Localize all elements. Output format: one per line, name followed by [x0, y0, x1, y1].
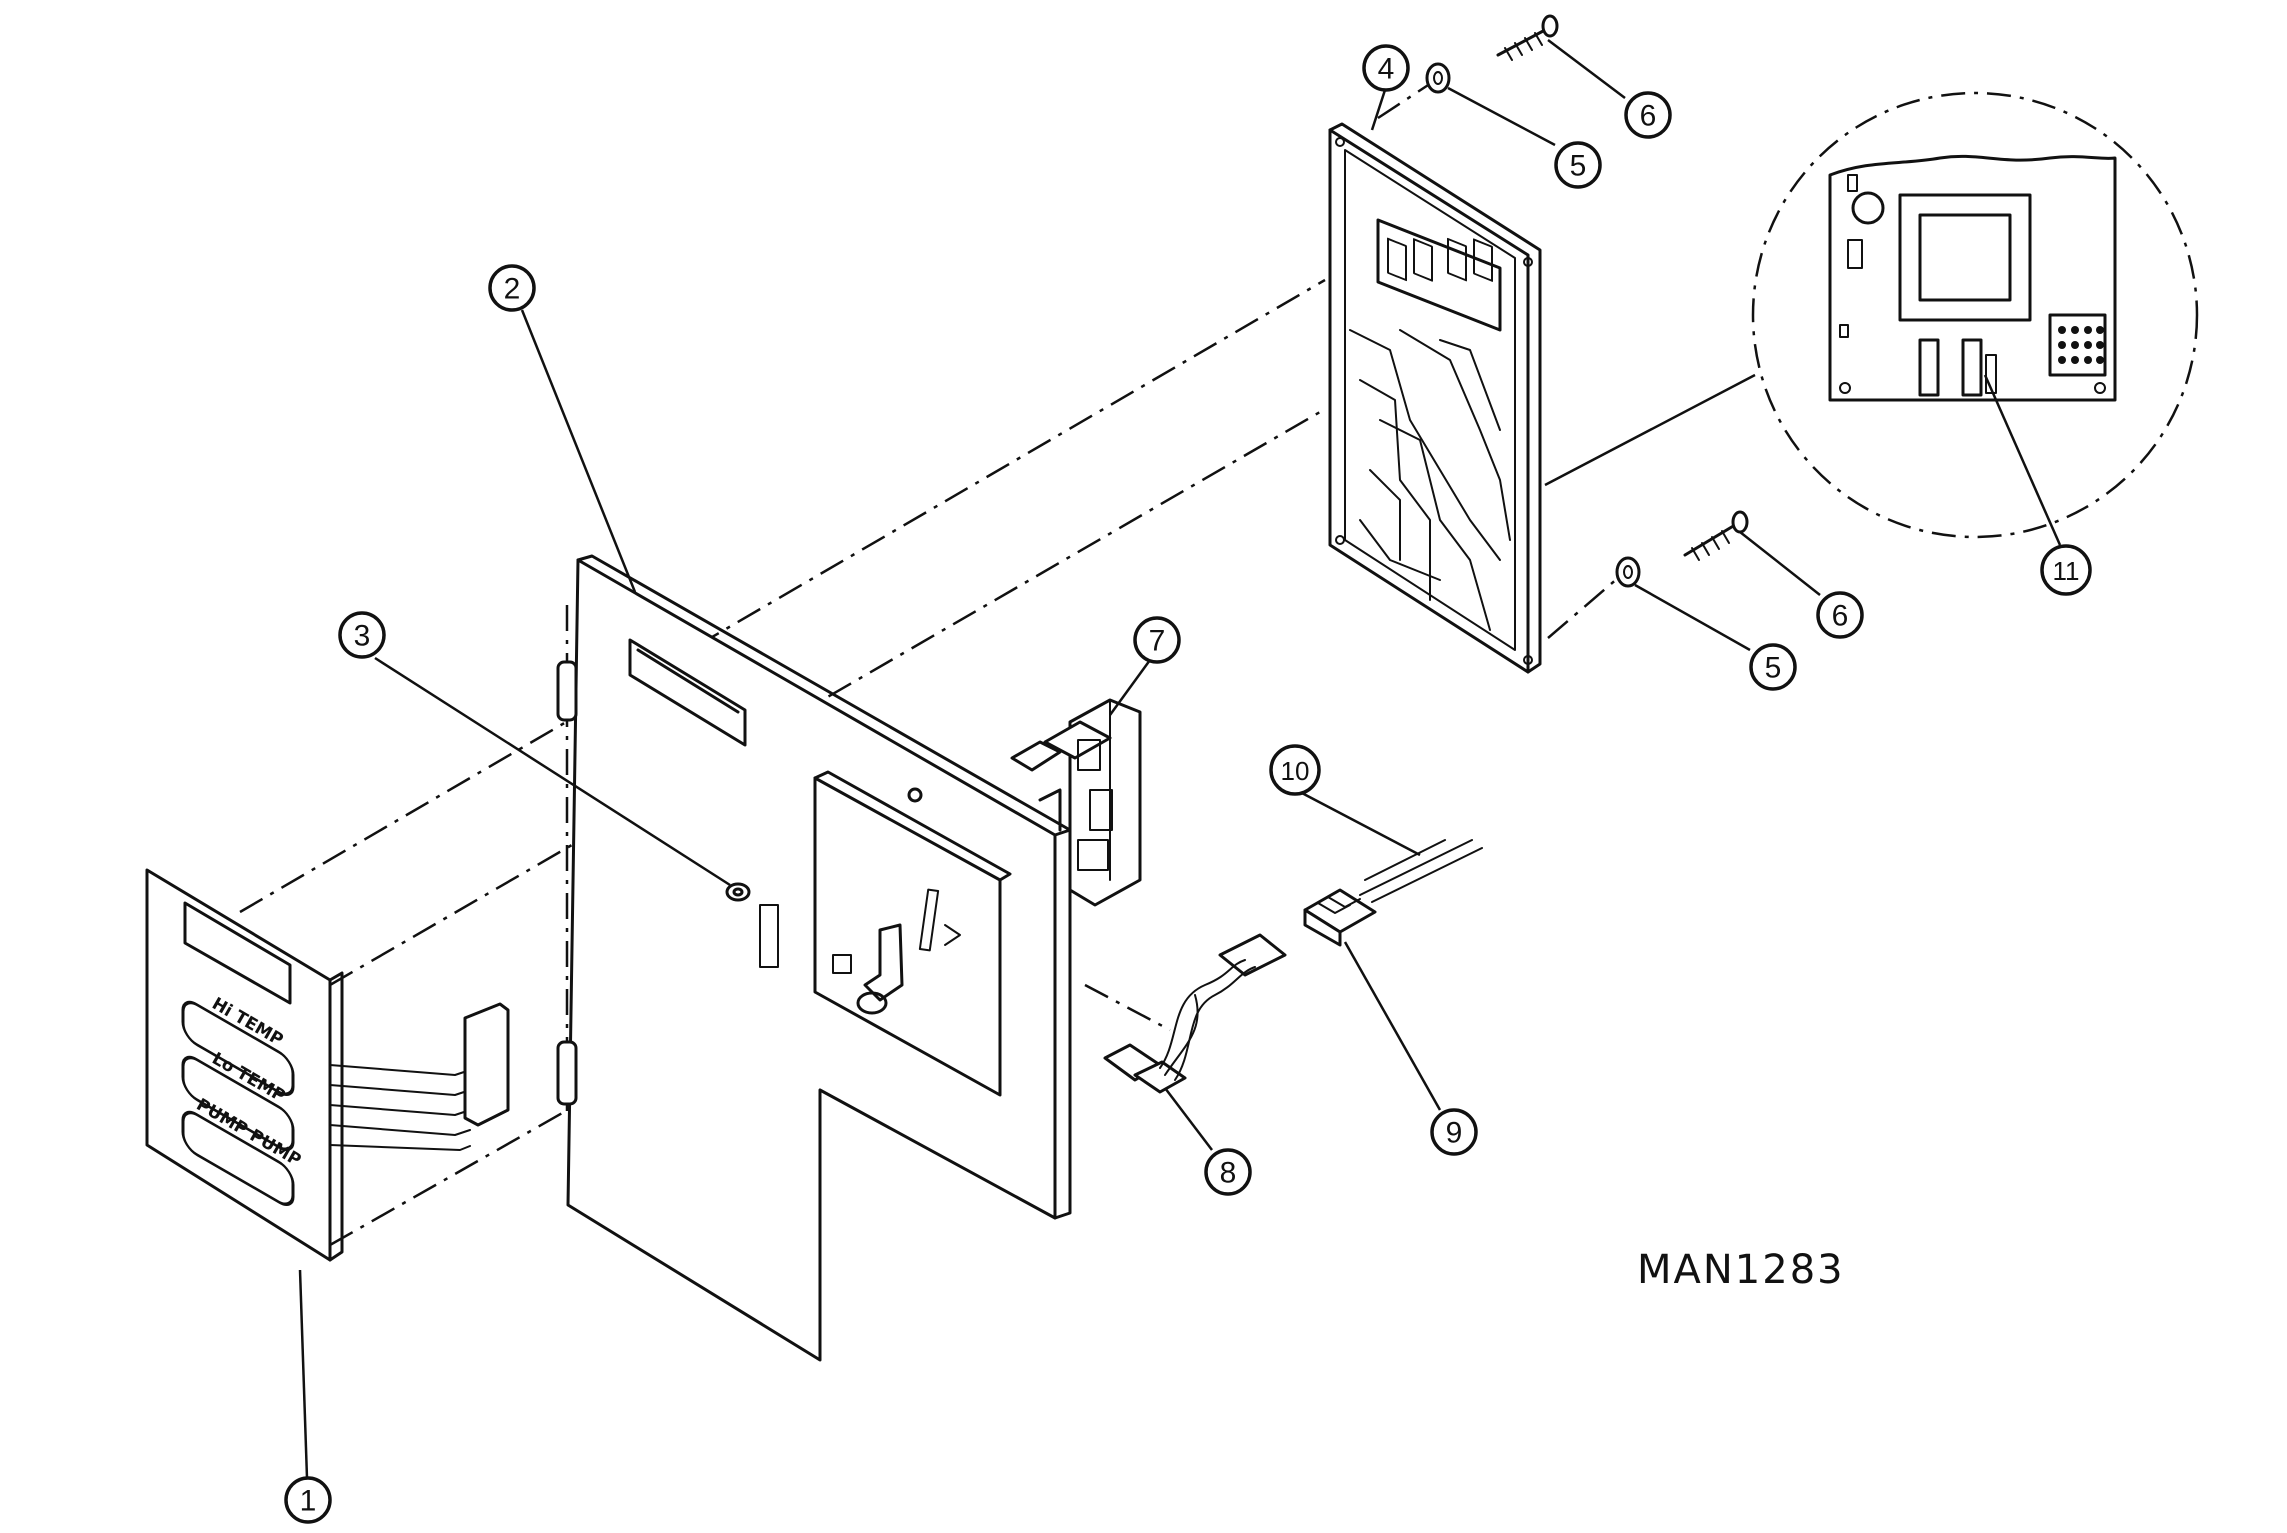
- callout-5-bottom: 5: [1749, 643, 1797, 691]
- svg-text:1: 1: [300, 1485, 317, 1518]
- callout-5-top: 5: [1554, 141, 1602, 189]
- svg-text:5: 5: [1570, 150, 1587, 183]
- svg-text:10: 10: [1281, 756, 1310, 786]
- relay-block: [1010, 698, 1142, 907]
- svg-text:2: 2: [504, 273, 521, 306]
- washer-top: [1425, 62, 1451, 94]
- callout-7: 7: [1133, 616, 1181, 664]
- svg-text:9: 9: [1446, 1117, 1463, 1150]
- washer-bottom: [1615, 556, 1641, 588]
- svg-text:6: 6: [1640, 100, 1657, 133]
- detail-view: [1544, 91, 2199, 539]
- callout-11: 11: [2040, 544, 2092, 596]
- screw-top: [1496, 14, 1559, 61]
- svg-text:7: 7: [1149, 625, 1166, 658]
- detail-connector-pins: [2058, 326, 2104, 364]
- connector: [1303, 839, 1483, 947]
- svg-text:5: 5: [1765, 652, 1782, 685]
- drawing-id-label: MAN1283: [1637, 1247, 1845, 1293]
- callout-6-bottom: 6: [1816, 591, 1864, 639]
- callout-10: 10: [1269, 744, 1321, 796]
- callout-2: 2: [488, 264, 536, 312]
- svg-text:6: 6: [1832, 600, 1849, 633]
- svg-text:11: 11: [2053, 556, 2080, 586]
- svg-text:8: 8: [1220, 1157, 1237, 1190]
- callout-8: 8: [1204, 1148, 1252, 1196]
- callout-3: 3: [338, 611, 386, 659]
- screw-bottom: [1683, 510, 1749, 561]
- leader-lines: [298, 39, 2062, 1479]
- svg-text:3: 3: [354, 620, 371, 653]
- wire-harness: [1103, 933, 1287, 1094]
- callout-4: 4: [1362, 44, 1410, 92]
- callout-6-top: 6: [1624, 91, 1672, 139]
- callout-1: 1: [284, 1476, 332, 1524]
- callout-9: 9: [1430, 1108, 1478, 1156]
- mounting-panel: [556, 554, 1072, 1362]
- circuit-board: [1328, 122, 1542, 674]
- keypad-overlay: Hi TEMP Lo TEMP PUMP PUMP: [145, 868, 510, 1262]
- svg-text:4: 4: [1378, 53, 1395, 86]
